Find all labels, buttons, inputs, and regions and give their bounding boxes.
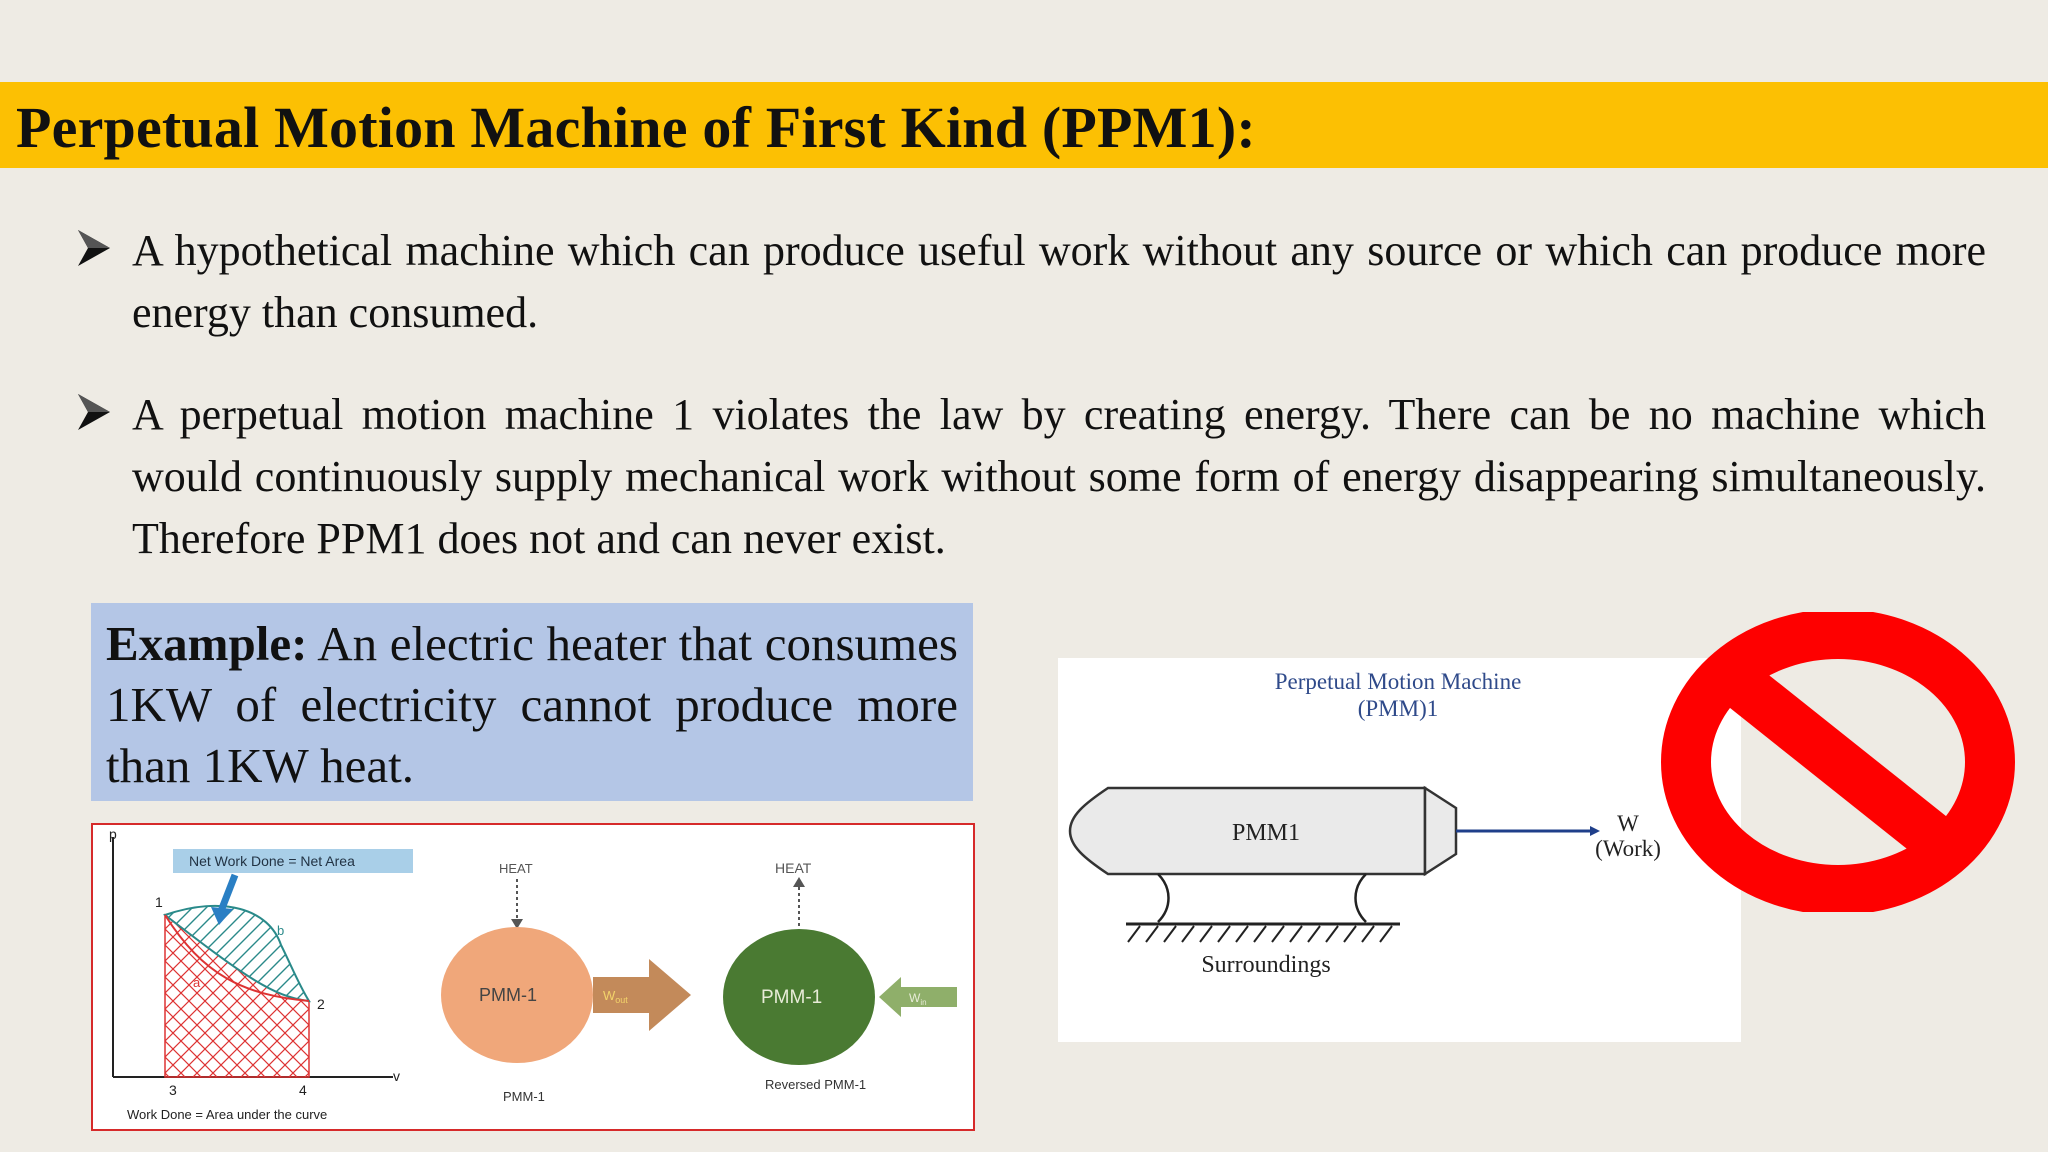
arrowhead-bullet-icon (78, 394, 110, 430)
net-work-callout-text: Net Work Done = Net Area (189, 853, 355, 869)
example-body: An electric heater that consumes 1KW of … (106, 616, 958, 793)
reversed-engine-circle (723, 929, 875, 1065)
cycle-curve (164, 914, 310, 1002)
net-work-area (162, 904, 311, 1003)
work-out-w: W (603, 988, 616, 1003)
engine-caption: PMM-1 (503, 1089, 545, 1104)
surroundings-label: Surroundings (1201, 952, 1330, 978)
example-box: Example: An electric heater that consume… (91, 603, 973, 801)
point-3-label: 3 (169, 1082, 177, 1098)
work-in-arrow (879, 977, 957, 1017)
example-label: Example: (106, 616, 308, 671)
pmm-title-line1: Perpetual Motion Machine (1275, 669, 1522, 694)
work-out-sub: out (615, 995, 628, 1005)
pv-diagram-svg: p v Net Work Done = Net Area 1 2 3 4 a b… (109, 826, 957, 1122)
left-support (1157, 873, 1170, 923)
work-output-label: W (1617, 811, 1639, 836)
pmm-machine-body (1068, 786, 1427, 876)
point-a-label: a (193, 975, 201, 990)
reversed-heat-label: HEAT (775, 860, 812, 876)
example-text: Example: An electric heater that consume… (106, 613, 958, 796)
pmm-title-line2: (PMM)1 (1358, 696, 1439, 721)
engine-label: PMM-1 (479, 985, 537, 1005)
work-out-arrow (593, 959, 691, 1031)
reversed-heat-arrowhead (793, 877, 805, 887)
point-1-label: 1 (155, 894, 163, 910)
net-work-callout (173, 849, 413, 873)
callout-arrow (217, 873, 239, 913)
engine-circle (441, 927, 593, 1063)
engine-heat-label: HEAT (499, 861, 533, 876)
point-4-label: 4 (299, 1082, 307, 1098)
work-out-label: Wout (603, 988, 628, 1005)
engine-heat-arrowhead (511, 919, 523, 929)
right-support (1354, 873, 1367, 923)
callout-arrowhead (211, 907, 233, 925)
work-done-caption: Work Done = Area under the curve (127, 1107, 327, 1122)
arrowhead-bullet-icon (78, 230, 110, 266)
work-in-label: Win (909, 991, 927, 1007)
bullet-text-2: A perpetual motion machine 1 violates th… (132, 390, 1986, 563)
bullet-text-1: A hypothetical machine which can produce… (132, 226, 1986, 337)
p-axis-label: p (109, 826, 117, 842)
pmm-schematic-figure: Perpetual Motion Machine (PMM)1 PMM1 W (… (1058, 658, 1741, 1042)
pmm-machine-nozzle (1423, 785, 1458, 877)
pmm-machine-label: PMM1 (1232, 820, 1300, 846)
slide-title: Perpetual Motion Machine of First Kind (… (16, 95, 1256, 160)
v-axis-label: v (393, 1068, 400, 1084)
ground-hatching (1127, 925, 1393, 943)
pmm-schematic-svg: Perpetual Motion Machine (PMM)1 PMM1 W (… (1068, 669, 1661, 978)
point-2-label: 2 (317, 996, 325, 1012)
reversed-caption: Reversed PMM-1 (765, 1077, 866, 1092)
work-in-sub: in (920, 998, 926, 1007)
prohibition-icon (1661, 612, 2015, 912)
reversed-engine-label: PMM-1 (761, 987, 822, 1008)
work-output-sub: (Work) (1595, 836, 1661, 861)
work-output-arrowhead (1590, 826, 1600, 836)
work-in-w: W (909, 991, 921, 1005)
title-bar (0, 82, 2048, 168)
pv-diagram-figure: p v Net Work Done = Net Area 1 2 3 4 a b… (91, 823, 975, 1131)
point-b-label: b (277, 923, 284, 938)
